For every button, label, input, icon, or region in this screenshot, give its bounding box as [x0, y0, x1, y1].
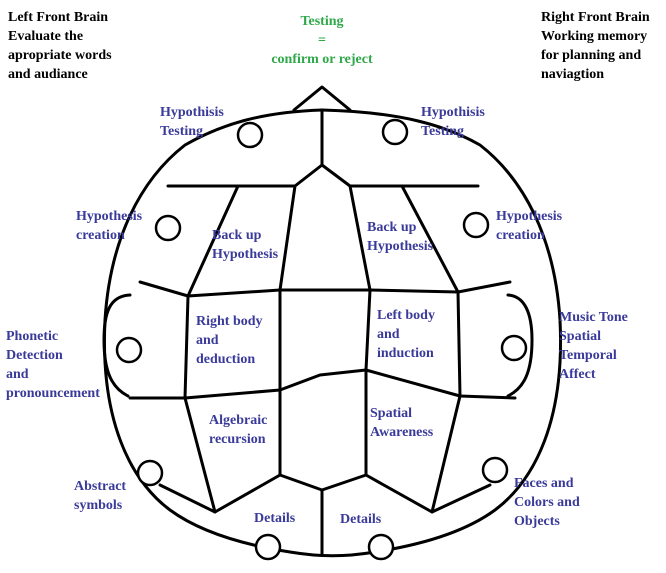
electrode-circle	[236, 121, 264, 149]
electrode-circle	[500, 334, 528, 362]
top-triangle	[292, 85, 352, 112]
phonetic-detection-label: Phonetic Detection and pronouncement	[6, 329, 100, 401]
row-3	[128, 368, 517, 400]
fork-right	[320, 163, 372, 292]
electrode-circle	[462, 211, 490, 239]
spatial-awareness-label: Spatial Awareness	[370, 406, 434, 440]
electrode-circle	[254, 533, 282, 561]
hypothesis-testing-left-label: Hypothisis Testing	[160, 105, 224, 139]
algebraic-recursion-label: Algebraic recursion	[209, 413, 268, 447]
left-front-brain-header: Left Front Brain Evaluate the apropriate…	[8, 10, 112, 82]
electrode-circle	[481, 456, 509, 484]
diag-right-top	[400, 184, 460, 294]
electrode-circle	[136, 459, 164, 487]
head-outline	[102, 108, 563, 558]
abstract-symbols-label: Abstract symbols	[74, 479, 127, 513]
col-right-low	[430, 394, 462, 514]
fork-left	[278, 163, 324, 292]
right-front-brain-header: Right Front Brain Working memory for pla…	[541, 10, 650, 82]
hypothesis-creation-left-label: Hypothesis creation	[76, 209, 143, 243]
electrode-circle	[154, 214, 182, 242]
col-left-low	[183, 396, 217, 514]
electrode-circle	[115, 336, 143, 364]
col-center-mid-r	[364, 288, 372, 372]
left-body-induction-label: Left body and induction	[377, 308, 435, 361]
backup-hypothesis-right-label: Back up Hypothesis	[367, 220, 434, 254]
left-ear	[102, 293, 132, 398]
right-ear	[506, 293, 534, 398]
faces-colors-objects-label: Faces and Colors and Objects	[514, 476, 580, 529]
col-right-mid	[456, 290, 462, 398]
hypothesis-creation-right-label: Hypothesis creation	[496, 209, 563, 243]
electrode-circle	[367, 533, 395, 561]
backup-hypothesis-left-label: Back up Hypothesis	[212, 228, 279, 262]
details-left-label: Details	[254, 511, 296, 526]
right-body-deduction-label: Right body and deduction	[196, 314, 263, 367]
testing-header: Testing = confirm or reject	[271, 14, 373, 67]
diag-left-top	[186, 184, 240, 298]
music-tone-label: Music Tone Spatial Temporal Affect	[559, 310, 628, 382]
col-left-mid	[183, 294, 190, 400]
row-2	[138, 280, 512, 298]
hypothesis-testing-right-label: Hypothisis Testing	[421, 105, 485, 139]
details-right-label: Details	[340, 512, 382, 527]
electrode-circle	[381, 118, 409, 146]
